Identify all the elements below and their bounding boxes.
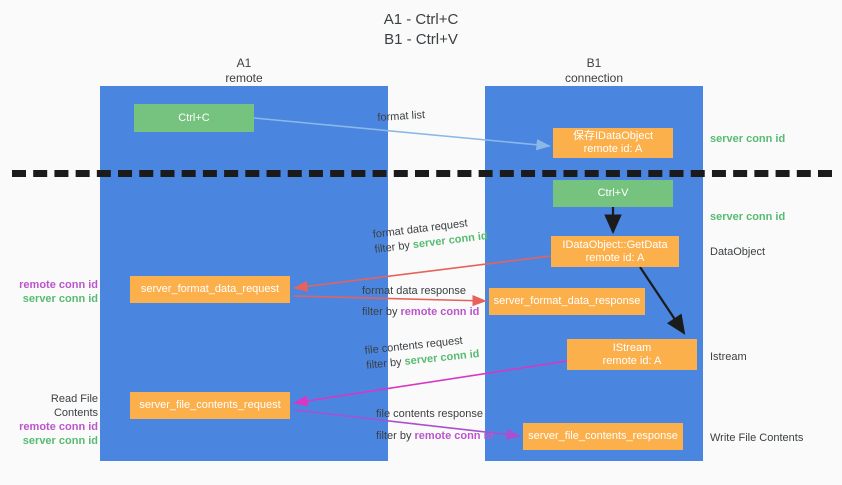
filter-prefix: filter by [365, 355, 406, 372]
edge-label-format-data-response: format data response filter by remote co… [362, 284, 479, 320]
note-server-conn-id-upper: server conn id [22, 293, 98, 305]
note-left-conn-ids-upper: remote conn id server conn id [10, 278, 98, 306]
node-server-file-contents-response[interactable]: server_file_contents_response [523, 423, 683, 450]
edge-label-file-contents-response: file contents response filter by remote … [376, 407, 493, 444]
edge-label-format-data-response-filter: filter by remote conn id [362, 305, 479, 320]
note-dataobject: DataObject [710, 246, 766, 258]
node-save-idataobject[interactable]: 保存IDataObject remote id: A [553, 128, 673, 158]
filter-key-remote-conn-id: remote conn id [414, 430, 494, 442]
edge-label-format-data-request: format data request filter by server con… [372, 214, 489, 258]
edge-label-format-list: format list [377, 108, 426, 126]
note-remote-conn-id-lower: remote conn id [19, 421, 98, 433]
note-server-conn-id-top: server conn id [710, 133, 786, 145]
column-header-b1: B1 connection [564, 56, 624, 85]
diagram-title: A1 - Ctrl+C B1 - Ctrl+V [383, 11, 459, 48]
phase-divider [12, 170, 832, 177]
column-header-a1: A1 remote [225, 56, 263, 85]
filter-key-remote-conn-id: remote conn id [400, 306, 480, 318]
note-istream: Istream [710, 351, 747, 363]
filter-prefix: filter by [373, 239, 414, 256]
node-ctrl-c[interactable]: Ctrl+C [134, 104, 254, 132]
node-server-format-data-request[interactable]: server_format_data_request [130, 276, 290, 303]
note-left-conn-ids-lower: Read File Contents remote conn id server… [10, 392, 98, 448]
node-istream[interactable]: IStream remote id: A [567, 339, 697, 370]
node-idataobject-getdata[interactable]: IDataObject::GetData remote id: A [551, 236, 679, 267]
edge-label-file-contents-response-text: file contents response [376, 408, 484, 420]
note-read-file-contents: Read File Contents [50, 393, 98, 419]
edge-label-format-list-text: format list [377, 109, 426, 124]
node-server-file-contents-request[interactable]: server_file_contents_request [130, 392, 290, 419]
note-server-conn-id-mid: server conn id [710, 211, 786, 223]
filter-prefix: filter by [362, 306, 401, 318]
note-write-file-contents: Write File Contents [710, 432, 804, 444]
node-server-format-data-response[interactable]: server_format_data_response [489, 288, 645, 315]
edge-label-format-data-response-text: format data response [362, 285, 466, 297]
filter-prefix: filter by [376, 430, 415, 442]
note-server-conn-id-lower: server conn id [22, 435, 98, 447]
edge-label-file-contents-response-filter: filter by remote conn id [376, 429, 493, 444]
note-remote-conn-id-upper: remote conn id [19, 279, 98, 291]
node-ctrl-v[interactable]: Ctrl+V [553, 180, 673, 207]
